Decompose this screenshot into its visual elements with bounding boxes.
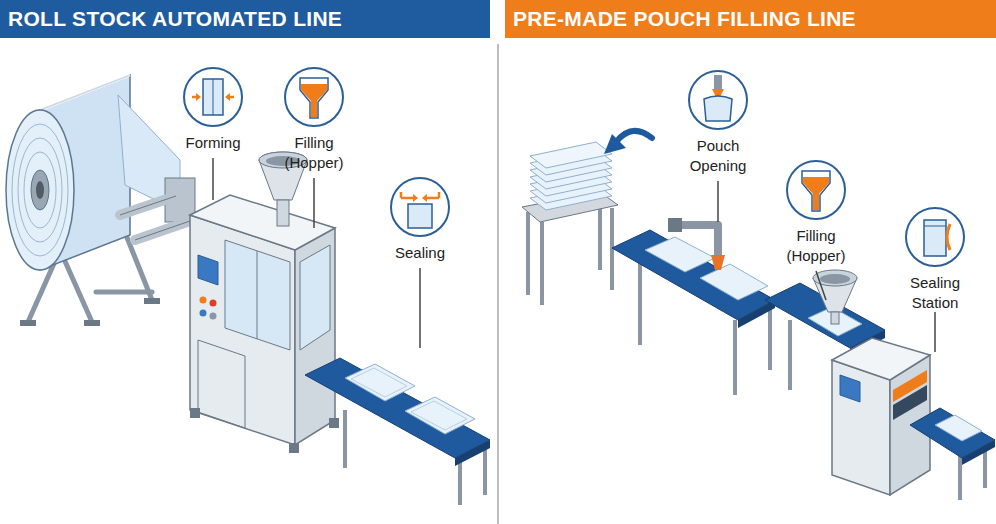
callout-icon	[389, 176, 451, 238]
packaging-machine	[190, 152, 339, 453]
pouch-stack	[522, 142, 618, 305]
feed-arrow	[604, 131, 652, 154]
callout-text: Pouch Opening	[678, 136, 758, 176]
callout-label: Sealing	[370, 176, 470, 263]
infeed-conveyor	[612, 230, 775, 395]
callout-text: Sealing	[370, 243, 470, 263]
header-title: ROLL STOCK AUTOMATED LINE	[8, 7, 342, 31]
callout-icon	[182, 66, 244, 128]
header-band: PRE-MADE POUCH FILLING LINE	[505, 0, 996, 38]
header-title: PRE-MADE POUCH FILLING LINE	[513, 7, 856, 31]
callout-text: Filling (Hopper)	[276, 133, 352, 173]
callout-icon	[283, 66, 345, 128]
callout-text: Forming	[163, 133, 263, 153]
divider-line	[497, 44, 499, 524]
leader-lines	[213, 158, 935, 352]
header-band: ROLL STOCK AUTOMATED LINE	[0, 0, 490, 38]
callout-label: Forming	[163, 66, 263, 153]
output-conveyor	[305, 358, 490, 505]
callout-text: Filling (Hopper)	[778, 226, 854, 266]
callout-label: Filling (Hopper)	[778, 159, 854, 266]
film-web	[118, 95, 195, 240]
film-roll	[6, 75, 160, 326]
callout-label: Filling (Hopper)	[276, 66, 352, 173]
sealing-machine	[832, 338, 995, 500]
callout-label: Pouch Opening	[678, 69, 758, 176]
callout-icon	[904, 206, 966, 268]
callout-text: Sealing Station	[895, 273, 975, 313]
callout-icon	[785, 159, 847, 221]
opening-nozzle	[668, 218, 725, 270]
callout-label: Sealing Station	[895, 206, 975, 313]
callout-icon	[687, 69, 749, 131]
